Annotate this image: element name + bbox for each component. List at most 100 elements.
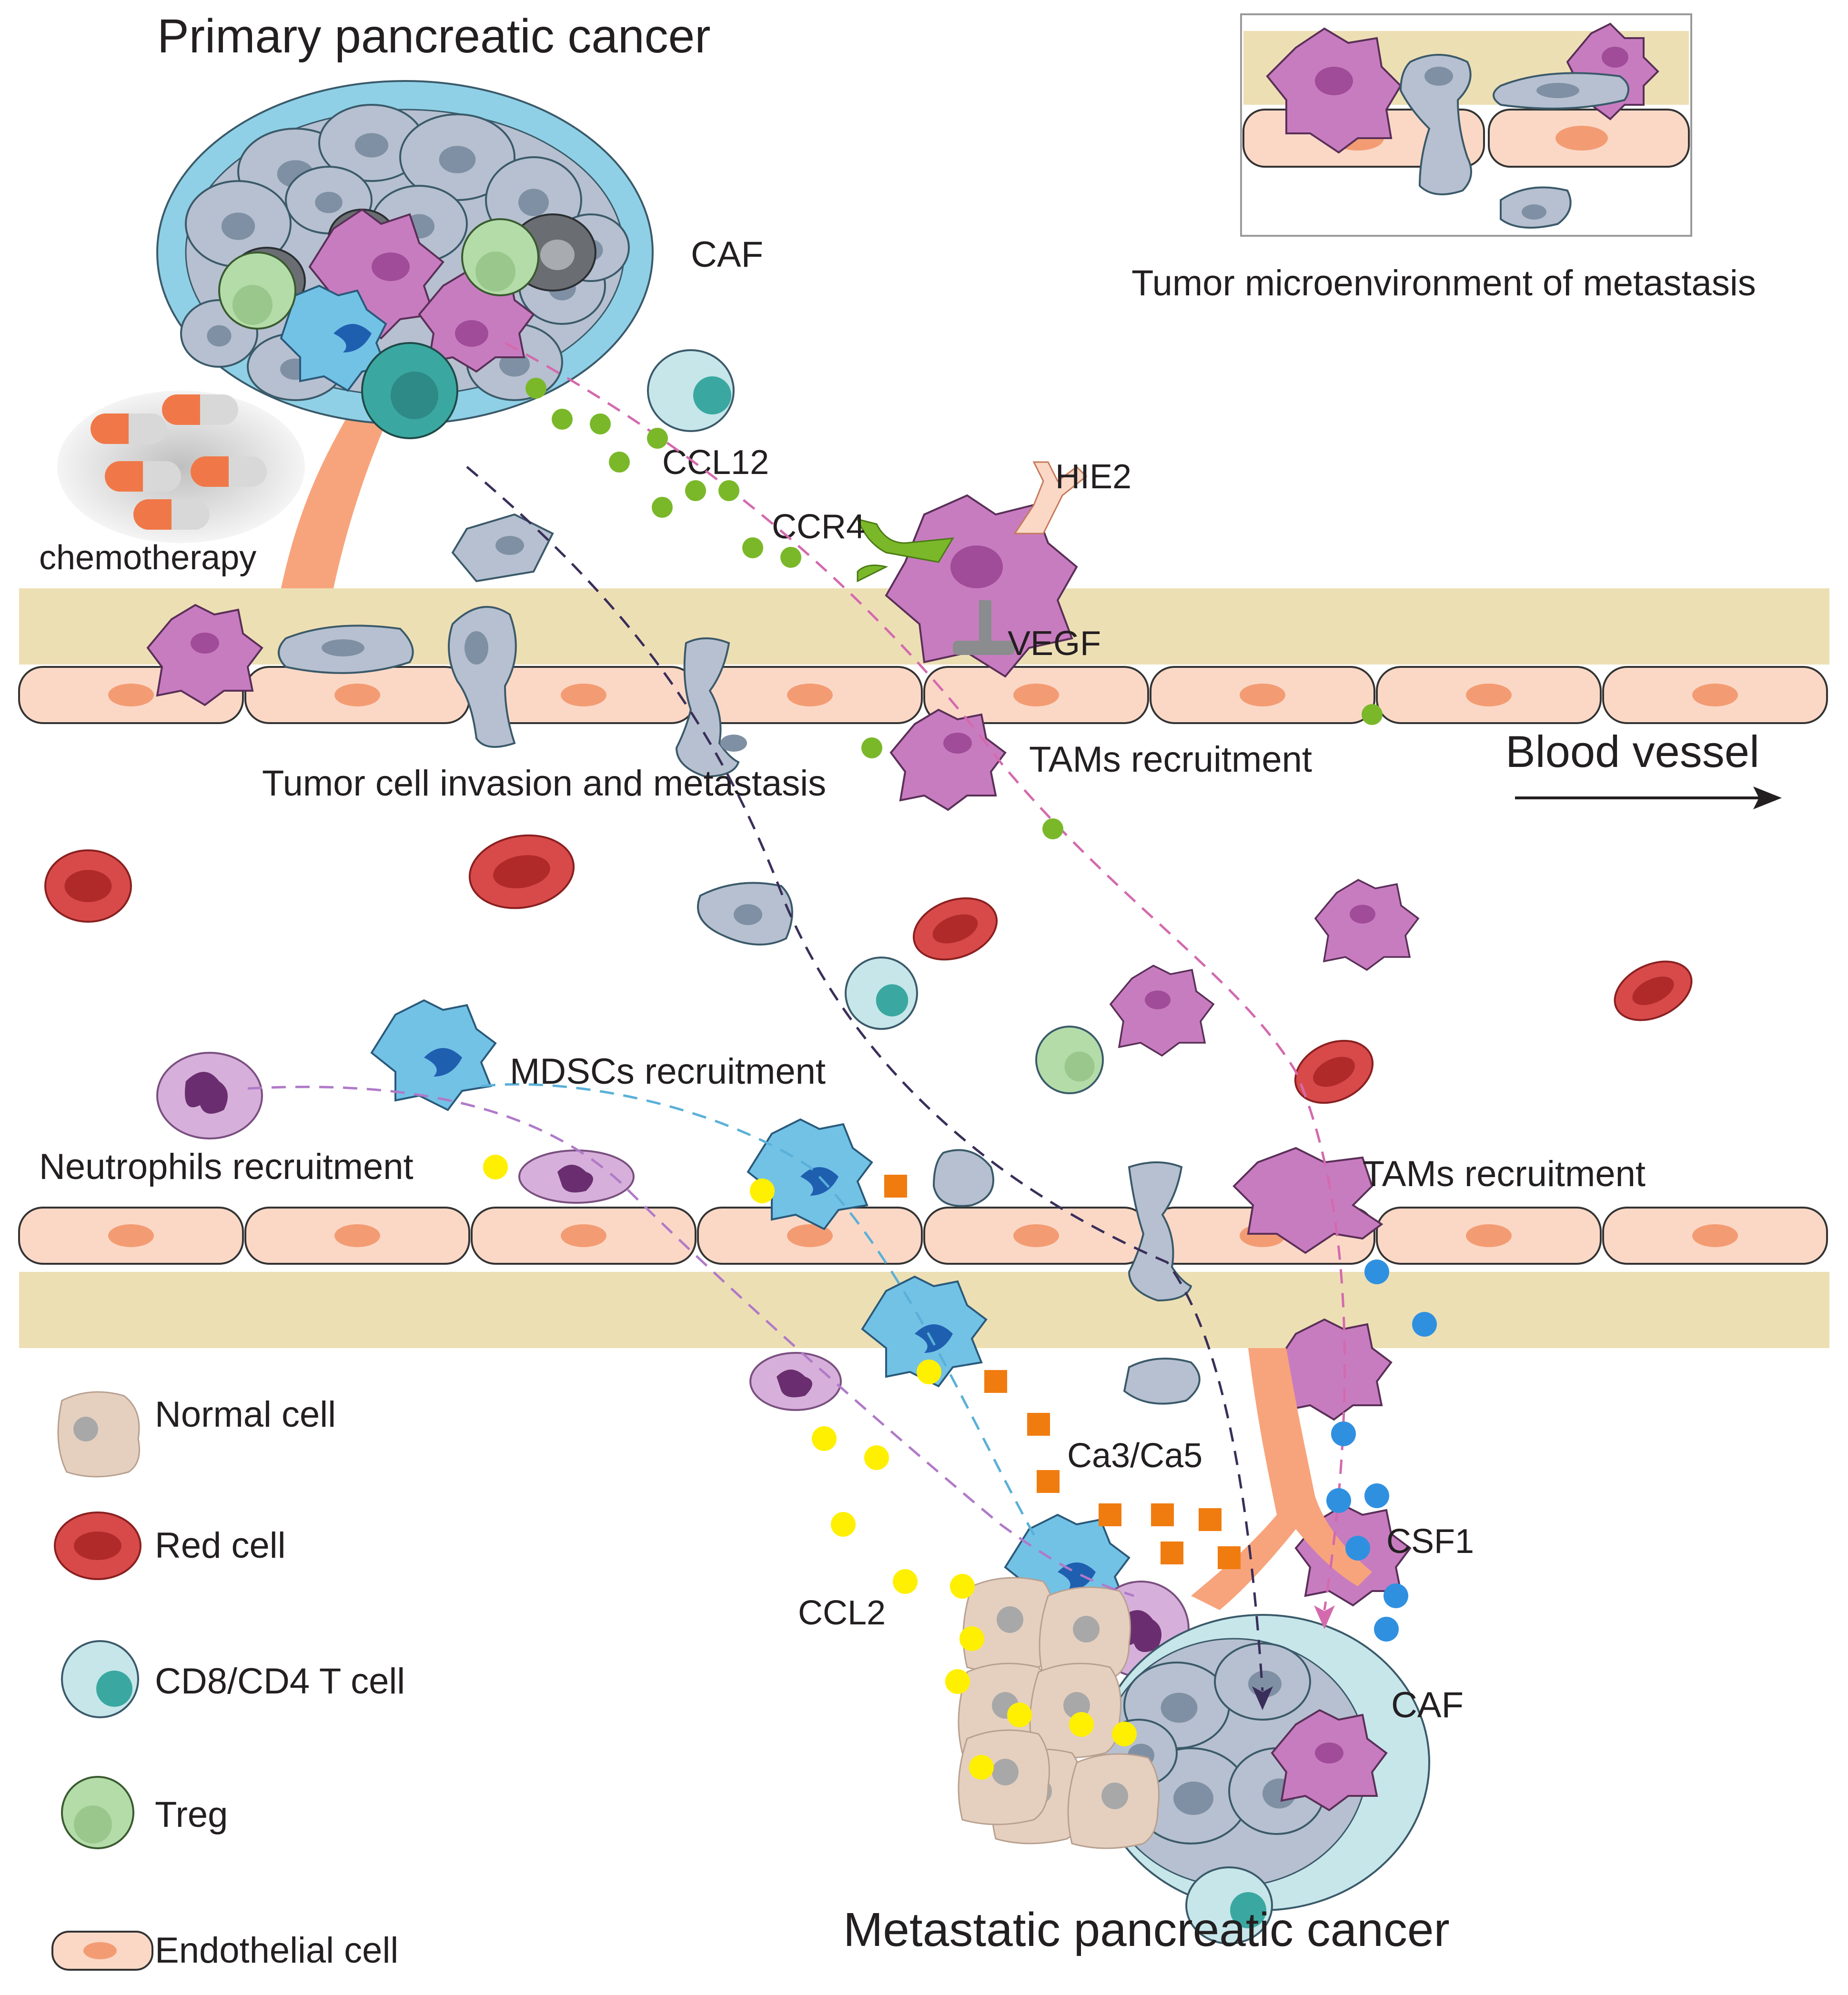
mdscs-recruitment-label: MDSCs recruitment [510,1051,826,1092]
tumor-cell [185,180,292,268]
ca3ca5-square [1099,1503,1121,1526]
ccl2-dot [945,1669,970,1694]
tam-cell [889,708,1007,811]
ccl2-dot [893,1569,918,1594]
ca3ca5-square [884,1175,907,1198]
pill-icon [133,499,210,530]
ccl12-dot [1042,818,1063,839]
treg-cell [1035,1026,1104,1094]
vegf-receptor-icon [979,600,991,643]
normal-cell [958,1729,1050,1825]
pill-icon [91,413,167,444]
metastatic-title: Metastatic pancreatic cancer [843,1903,1450,1956]
endothelial-cell [1602,666,1828,724]
red-cell-icon [54,1511,141,1580]
t-cell-icon [61,1640,139,1718]
ca3ca5-square [1151,1503,1174,1526]
pill-icon [105,461,181,492]
endothelial-cell [697,1207,923,1265]
extravasating-tumor-cells [932,1149,1201,1405]
endothelial-cell-icon [51,1931,153,1971]
hie2-label: HIE2 [1055,458,1131,496]
migration-paths [247,342,1346,1692]
ccl12-dot [685,480,706,501]
ccl12-label: CCL12 [662,443,769,482]
pill-icon [162,394,238,425]
ccl12-dot [1362,704,1383,725]
pill-icon [191,456,267,487]
endothelial-cell [923,666,1149,724]
ccl12-dots [525,378,1383,839]
csf1-dot [1374,1617,1399,1642]
ca3ca5-square [1199,1508,1222,1531]
flow-arrow-icon [1515,786,1782,809]
ccl12-dot [718,480,739,501]
tam-cell [146,604,263,706]
ccl12-dot [742,537,763,558]
csf1-dot [1383,1583,1408,1608]
red-cell [468,834,575,909]
caf-label-bottom: CAF [1391,1685,1464,1725]
ccl12-dot [652,497,673,518]
csf1-dot [1412,1312,1437,1337]
ca3ca5-square [1027,1413,1050,1436]
t-cell [845,957,918,1030]
ccl2-dot [483,1155,508,1179]
csf1-dot [1364,1259,1389,1284]
ccl2-dot [864,1445,889,1470]
ca3ca5-square [1161,1542,1183,1564]
legend-label: CD8/CD4 T cell [155,1661,405,1702]
tam-with-receptors [856,461,1088,678]
normal-cell [1029,1662,1121,1759]
inset-panel [1240,13,1692,237]
invasion-label: Tumor cell invasion and metastasis [262,763,826,804]
invading-tumor-cells [278,513,747,778]
tam-cell [1314,878,1420,971]
treg-icon [61,1776,134,1849]
ca3ca5-label: Ca3/Ca5 [1067,1437,1202,1475]
ccl12-dot [780,547,801,568]
endothelial-layer-top [18,666,1828,724]
endothelial-cell [923,1207,1149,1265]
ccl2-dot [959,1626,984,1651]
ccl2-dot [917,1360,941,1384]
ca3ca5-square [1037,1470,1060,1493]
legend-label: Normal cell [155,1394,336,1435]
primary-title: Primary pancreatic cancer [157,10,711,63]
ccl2-dot [950,1574,975,1599]
primary-tumor [156,80,654,588]
ca3ca5-square [984,1370,1007,1393]
normal-cell-icon [57,1391,140,1478]
chemotherapy-pills-icon [57,391,305,543]
blood-vessel-label: Blood vessel [1505,726,1759,776]
ccl2-dot [1069,1712,1094,1737]
arrowhead-icon [1252,1686,1273,1710]
ccl12-dot [861,737,882,758]
tumor-cell [399,113,515,201]
tumor-cell [318,104,425,182]
ccl2-dot [812,1426,837,1451]
ccr4-receptor-icon [856,518,954,583]
ccl12-dot [609,452,630,473]
ccl2-dot [750,1179,775,1203]
legend: Normal cell Red cell CD8/CD4 T cell Treg… [51,1391,405,1971]
csf1-dot [1345,1536,1370,1561]
ccl12-dot [590,413,611,434]
csf1-dot [1331,1421,1356,1446]
red-cell [912,897,998,961]
metastatic-tumor [1095,1348,1430,1945]
tumor-cell [697,882,793,946]
ccr4-label: CCR4 [772,508,865,546]
legend-label: Red cell [155,1525,286,1566]
ca3ca5-square [1218,1546,1241,1569]
normal-cell [1039,1586,1131,1683]
neutrophils-recruitment-label: Neutrophils recruitment [39,1147,414,1187]
endothelial-cell [244,666,470,724]
endothelial-layer-bottom [18,1207,1828,1265]
endothelial-cell [1376,666,1602,724]
red-cell [1614,960,1693,1021]
endothelial-cell [1150,666,1375,724]
t-cell [647,349,735,432]
arrowhead-icon [1314,1605,1335,1629]
